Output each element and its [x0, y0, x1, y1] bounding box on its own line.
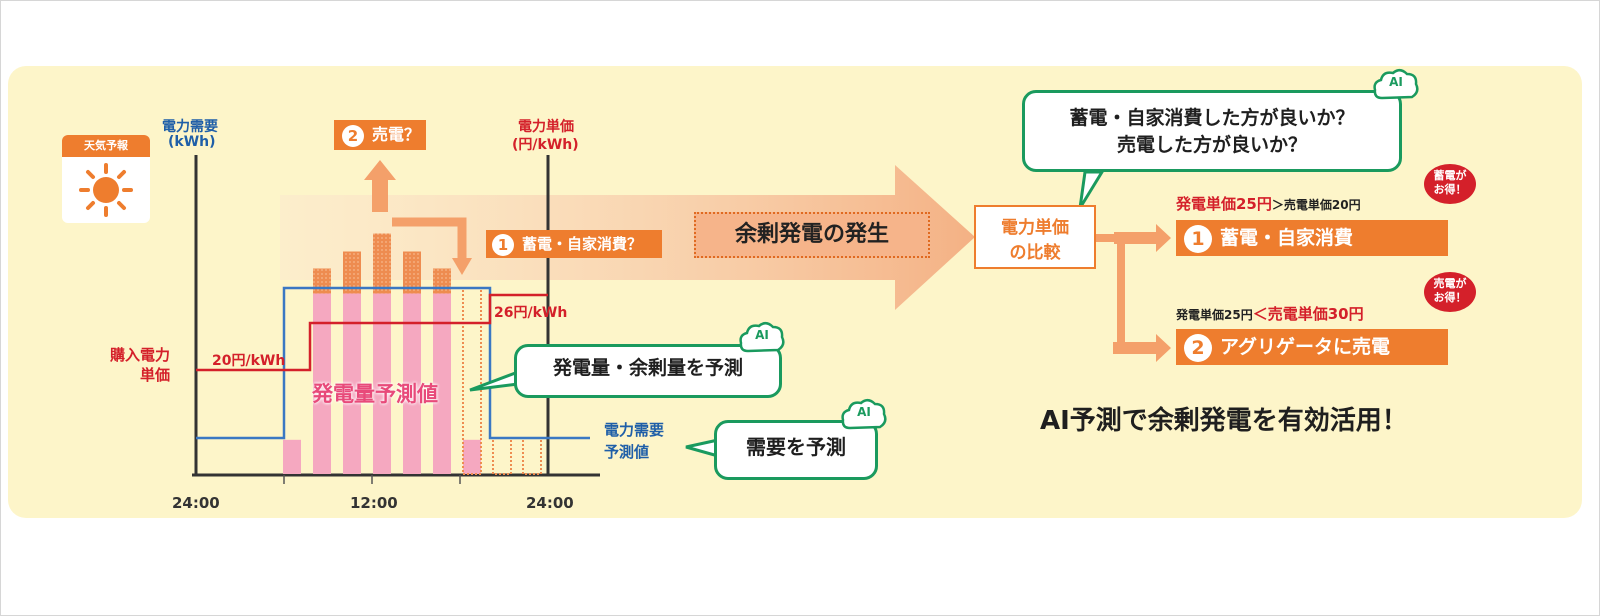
ai-cloud-icon — [841, 399, 887, 430]
predict-generation-bubble: 発電量・余剰量を予測 — [514, 344, 782, 398]
ai-tag: AI — [1372, 68, 1420, 106]
number-badge: 1 — [492, 233, 514, 256]
option2-question-box: 2 売電？ — [334, 120, 426, 150]
left-axis-label-2: (kWh) — [168, 134, 216, 150]
generation-bar — [433, 293, 451, 474]
ai-tag-text: AI — [1389, 75, 1403, 89]
generation-bar — [343, 293, 361, 474]
right-axis-label-2: (円/kWh) — [512, 137, 579, 153]
stored-surplus-outline — [492, 437, 512, 475]
case2-price-line: 発電単価25円＜売電単価30円 — [1176, 303, 1364, 324]
right-axis-label-1: 電力単価 — [518, 119, 574, 135]
case1-stamp-line-2: お得！ — [1433, 183, 1467, 196]
compare-box-line-2: の比較 — [1009, 243, 1061, 263]
generation-bar — [373, 293, 391, 474]
surplus-bar — [433, 268, 451, 294]
bent-arrow-head — [452, 258, 472, 275]
purchase-price-line — [196, 293, 548, 372]
surplus-bar — [403, 251, 421, 294]
compare-box: 電力単価 の比較 — [974, 205, 1096, 269]
case1-price-a: 発電単価25円 — [1176, 195, 1272, 213]
surplus-bar — [313, 268, 331, 294]
question-line-2: 売電した方が良いか？ — [1116, 134, 1307, 156]
case1-stamp: 蓄電が お得！ — [1424, 164, 1476, 204]
case2-result-box: 2 アグリゲータに売電 — [1176, 329, 1448, 365]
generation-bar — [283, 439, 301, 474]
question-line-1: 蓄電・自家消費した方が良いか？ — [1069, 107, 1355, 129]
tick-label: 24:00 — [172, 494, 220, 512]
price-low-label: 20円/kWh — [212, 353, 286, 369]
left-axis-label-1: 電力需要 — [162, 119, 218, 135]
surplus-bar — [343, 251, 361, 294]
generation-bar — [403, 293, 421, 474]
generation-forecast-label: 発電量予測値 — [312, 382, 438, 406]
purchase-price-label-1: 購入電力 — [110, 346, 171, 364]
bent-arrow — [392, 217, 467, 262]
case2-stamp: 売電が お得！ — [1424, 272, 1476, 312]
surplus-banner: 余剰発電の発生 — [694, 212, 930, 258]
case2-stamp-line-1: 売電が — [1433, 277, 1467, 290]
case2-price-b: ＜売電単価30円 — [1252, 305, 1364, 323]
option1-question-box: 1 蓄電・自家消費？ — [486, 230, 662, 258]
case2-price-a: 発電単価25円 — [1176, 308, 1253, 322]
ai-tag-text: AI — [857, 405, 871, 419]
option2-question: 売電？ — [372, 125, 421, 144]
up-arrow — [364, 160, 396, 212]
weather-header: 天気予報 — [62, 135, 150, 157]
ai-cloud-icon — [1373, 69, 1419, 100]
number-badge: 2 — [342, 124, 364, 147]
case1-price-b: ＞売電単価20円 — [1271, 198, 1361, 212]
bubble-tail-gen — [469, 369, 520, 392]
price-high-label: 26円/kWh — [494, 305, 568, 321]
compare-connector — [1095, 224, 1171, 362]
demand-forecast-label-2: 予測値 — [604, 443, 650, 461]
ai-tag: AI — [840, 398, 888, 436]
conclusion-text: AI予測で余剰発電を有効活用！ — [1040, 406, 1408, 436]
purchase-price-label-2: 単価 — [140, 366, 171, 384]
option1-question: 蓄電・自家消費？ — [522, 235, 643, 253]
case1-result-box: 1 蓄電・自家消費 — [1176, 220, 1448, 256]
ai-tag: AI — [738, 321, 786, 359]
ai-cloud-icon — [739, 322, 785, 353]
tick-label: 24:00 — [526, 494, 574, 512]
bar-group — [283, 233, 542, 475]
demand-forecast-label-1: 電力需要 — [604, 421, 665, 439]
case1-price-line: 発電単価25円＞売電単価20円 — [1176, 193, 1361, 214]
generation-bar — [463, 439, 481, 474]
sun-icon — [79, 163, 133, 217]
bubble-tail-question — [1078, 170, 1105, 209]
case2-stamp-line-2: お得！ — [1433, 291, 1467, 304]
generation-bar — [313, 293, 331, 474]
case1-result: 蓄電・自家消費 — [1220, 227, 1354, 249]
number-badge: 1 — [1184, 224, 1212, 253]
demand-forecast-line — [196, 286, 590, 440]
ai-tag-text: AI — [755, 328, 769, 342]
predict-demand-bubble: 需要を予測 — [714, 420, 878, 480]
case2-result: アグリゲータに売電 — [1220, 336, 1391, 358]
number-badge: 2 — [1184, 333, 1212, 362]
surplus-bar — [373, 233, 391, 294]
question-bubble: 蓄電・自家消費した方が良いか？ 売電した方が良いか？ — [1022, 90, 1402, 172]
stored-surplus-outline — [522, 437, 542, 475]
weather-tile: 天気予報 — [62, 135, 150, 223]
compare-box-line-1: 電力単価 — [1001, 218, 1069, 238]
case1-stamp-line-1: 蓄電が — [1433, 169, 1467, 182]
tick-label: 12:00 — [350, 494, 398, 512]
